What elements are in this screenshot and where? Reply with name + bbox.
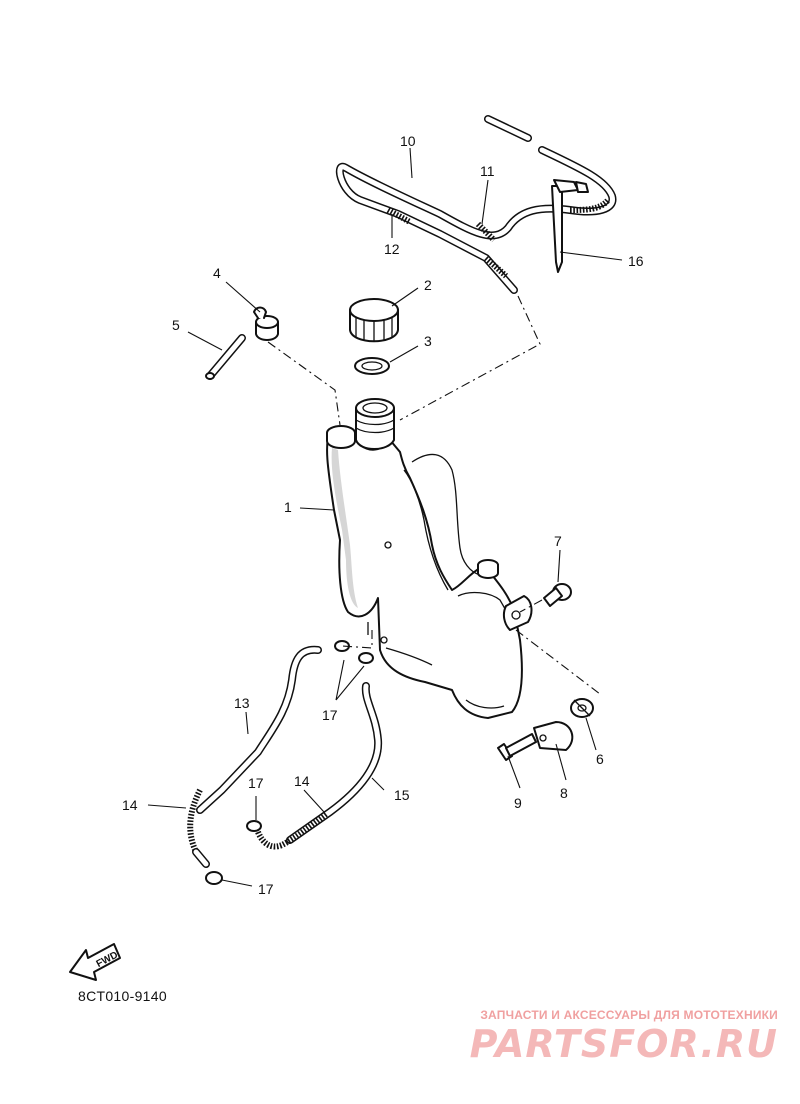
- filler-neck: [355, 398, 395, 450]
- diagram-code: 8CT010-9140: [78, 988, 167, 1004]
- callout-14-left: 14: [122, 797, 138, 813]
- callout-1: 1: [284, 499, 292, 515]
- cap-gasket: [354, 357, 390, 375]
- callout-12: 12: [384, 241, 400, 257]
- callout-15: 15: [394, 787, 410, 803]
- grommet: [570, 698, 594, 718]
- callout-7: 7: [554, 533, 562, 549]
- drain-hose-right: [246, 640, 383, 850]
- callout-labels: 1 2 3 4 5 6 7 8 9 10 11 12 13 14 14 15 1…: [122, 133, 644, 897]
- callout-8: 8: [560, 785, 568, 801]
- callout-14-right: 14: [294, 773, 310, 789]
- drain-hose-left: [187, 645, 322, 885]
- watermark-logo: PARTSFOR.RU: [469, 1022, 778, 1066]
- breather-cap: [253, 306, 279, 341]
- callout-10: 10: [400, 133, 416, 149]
- assembly-lines: [267, 295, 601, 695]
- callout-4: 4: [213, 265, 221, 281]
- callout-17-center: 17: [322, 707, 338, 723]
- short-pipe: [205, 334, 246, 380]
- overflow-hose-assembly: [335, 115, 617, 294]
- callout-11: 11: [480, 163, 495, 179]
- collar-bolt: [543, 583, 572, 607]
- callout-6: 6: [596, 751, 604, 767]
- callout-9: 9: [514, 795, 522, 811]
- leader-lines: [147, 147, 623, 887]
- reservoir-tank: [326, 425, 533, 719]
- callout-16: 16: [628, 253, 644, 269]
- callout-2: 2: [424, 277, 432, 293]
- watermark-caption: ЗАПЧАСТИ И АКСЕССУАРЫ ДЛЯ МОТОТЕХНИКИ: [480, 1008, 778, 1022]
- callout-3: 3: [424, 333, 432, 349]
- callout-17-right: 17: [248, 775, 264, 791]
- callout-17-bottom: 17: [258, 881, 274, 897]
- bracket-clamp: [533, 721, 574, 751]
- fwd-arrow: FWD: [69, 943, 121, 981]
- callout-13: 13: [234, 695, 250, 711]
- flange-bolt: [497, 733, 537, 761]
- reservoir-cap: [349, 298, 399, 343]
- callout-5: 5: [172, 317, 180, 333]
